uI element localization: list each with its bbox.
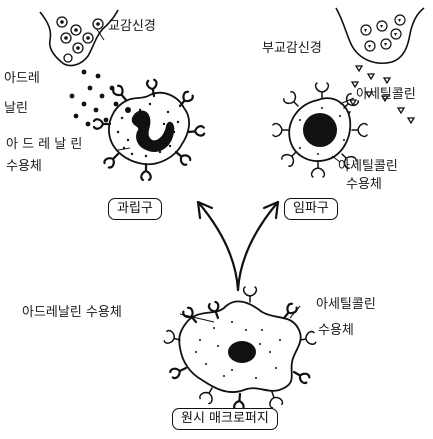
lymphocyte-label: 임파구 [284, 198, 338, 220]
bottom-acetylcholine-receptor-label-line1: 아세틸콜린 [316, 296, 376, 313]
acetylcholine-receptor-label-line2: 수용체 [346, 176, 382, 193]
leader-lines [96, 28, 354, 322]
adrenaline-label-line2: 날린 [4, 100, 28, 117]
granulocyte-cell [94, 79, 204, 180]
adrenaline-label-line1: 아드레 [4, 70, 40, 87]
bottom-acetylcholine-receptor-label-line2: 수용체 [318, 322, 354, 339]
adrenaline-receptor-label-line1: 아 드 레 날 린 [6, 136, 82, 153]
sympathetic-nerve-label: 교감신경 [108, 18, 156, 35]
acetylcholine-receptor-label-line1: 아세틸콜린 [338, 158, 398, 175]
bottom-adrenaline-receptor-label: 아드레날린 수용체 [22, 304, 122, 321]
parasympathetic-nerve-label: 부교감신경 [262, 40, 322, 57]
primitive-macrophage-cell [164, 287, 316, 410]
differentiation-arrows [198, 202, 278, 290]
parasympathetic-nerve-terminal [336, 8, 424, 63]
sympathetic-nerve-terminal [40, 10, 118, 66]
acetylcholine-label: 아세틸콜린 [356, 86, 416, 103]
adrenaline-receptor-label-line2: 수용체 [6, 158, 42, 175]
granulocyte-label: 과립구 [108, 198, 162, 220]
primitive-macrophage-label: 원시 매크로퍼지 [172, 408, 278, 430]
